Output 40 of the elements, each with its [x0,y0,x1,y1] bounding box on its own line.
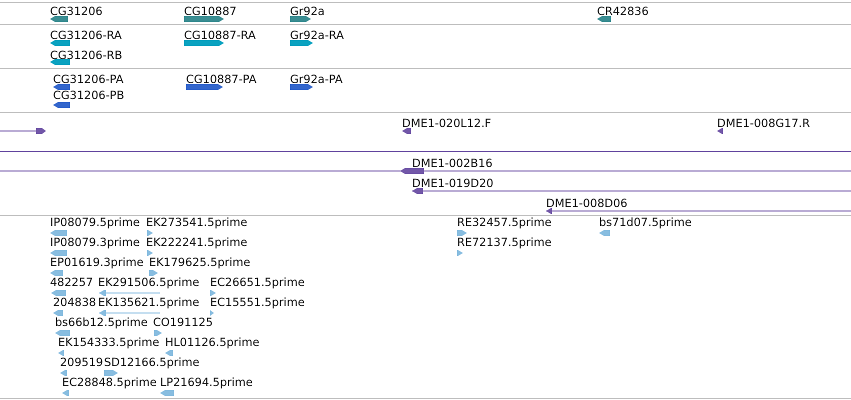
feature-label: IP08079.3prime [50,236,140,249]
feature-label: SD12166.5prime [104,356,200,369]
feature-label: HL01126.5prime [165,336,260,349]
feature-label: DME1-008D06 [546,197,628,210]
feature-label: CG10887-PA [186,73,256,86]
feature-label: CR42836 [597,5,649,18]
feature-label: EC28848.5prime [62,376,157,389]
feature-label: EC15551.5prime [210,296,305,309]
feature-label: DME1-002B16 [412,157,493,170]
feature-label: CG31206-PA [53,73,124,86]
feature-label: Gr92a [290,5,325,18]
feature-label: Gr92a-PA [290,73,343,86]
feature-label: EK273541.5prime [146,216,248,229]
feature-label: RE32457.5prime [457,216,552,229]
feature-label: 482257 [50,276,94,289]
feature-label: CG10887 [184,5,237,18]
feature-label: CO191125 [153,316,213,329]
feature-label: EK222241.5prime [146,236,248,249]
feature-label: CG31206-PB [53,89,124,102]
feature-label: bs66b12.5prime [55,316,148,329]
feature-label: DME1-020L12.F [402,117,492,130]
feature-label: 204838 [53,296,96,309]
feature-label: bs71d07.5prime [599,216,692,229]
feature-label: RE72137.5prime [457,236,552,249]
feature-label: EK291506.5prime [98,276,200,289]
feature-label: EK154333.5prime [58,336,160,349]
feature-label: DME1-019D20 [412,177,494,190]
feature-label: CG31206-RA [50,29,122,42]
feature-label: IP08079.5prime [50,216,140,229]
feature-label: DME1-008G17.R [717,117,810,130]
feature-label: LP21694.5prime [160,376,253,389]
feature-label: Gr92a-RA [290,29,344,42]
feature-label: EC26651.5prime [210,276,305,289]
feature-label: EK135621.5prime [98,296,200,309]
feature-label: CG10887-RA [184,29,256,42]
feature-label: EP01619.3prime [50,256,144,269]
feature-label: EK179625.5prime [149,256,250,269]
feature-label: CG31206-RB [50,49,122,62]
feature-label: CG31206 [50,5,103,18]
feature-label: 209519 [60,356,104,369]
